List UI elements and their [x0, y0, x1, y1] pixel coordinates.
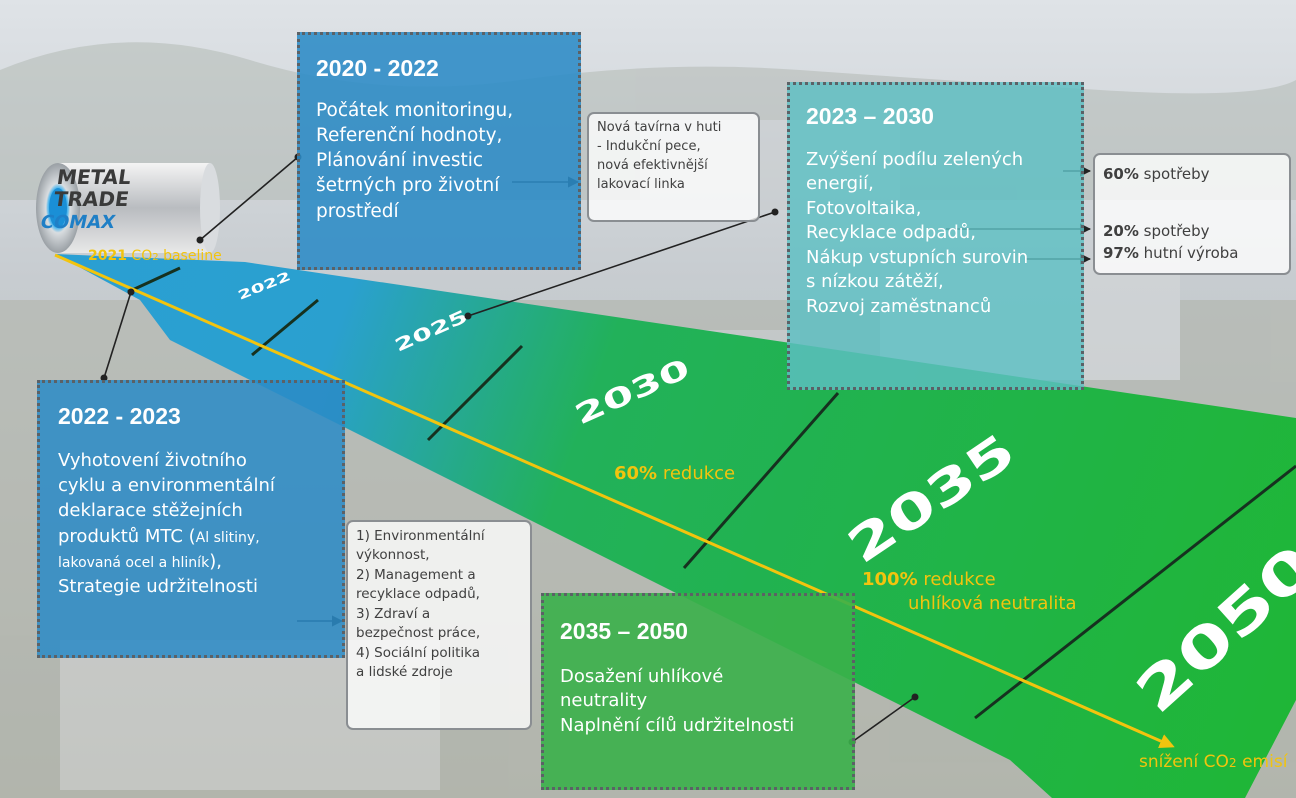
phase-2022-2023-line: deklarace stěžejních [58, 500, 243, 522]
note-line: - Indukční pece, [597, 138, 701, 154]
phase-2022-2023-line: Vyhotovení životního [58, 450, 247, 471]
note-line: výkonnost, [356, 547, 430, 564]
co2-end-text-b: emisí [1236, 752, 1288, 772]
share-text: spotřeby [1138, 165, 1210, 183]
phase-2023-2030-line: Zvýšení podílu zelených [806, 149, 1024, 170]
phase-2022-2023-line: lakovaná ocel a hliník), [58, 549, 328, 574]
note-new-smelter: Nová tavírna v huti - Indukční pece, nov… [587, 112, 760, 222]
share-row-photovoltaics: 20% spotřeby [1103, 220, 1281, 243]
phase-2023-2030-title: 2023 – 2030 [806, 103, 934, 129]
phase-2035-2050-line: Naplnění cílů udržitelnosti [560, 714, 795, 736]
phase-2023-2030-line: Rozvoj zaměstnanců [806, 295, 992, 317]
phase-2023-2030-line: Fotovoltaika, [806, 197, 922, 219]
note-line: 3) Zdraví a [356, 605, 431, 622]
logo-line-2: TRADE [52, 187, 130, 211]
reduction-100-label: 100% redukce uhlíková neutralita [862, 568, 1077, 617]
phase-2022-2023-line: cyklu a environmentální [58, 475, 275, 497]
reduction-60-text: redukce [657, 463, 736, 484]
connectors [103, 156, 916, 743]
phase-2022-2023-title: 2022 - 2023 [58, 403, 181, 429]
baseline-co2-subscript: 2 [152, 252, 159, 263]
phase-2022-2023-text: ), [209, 550, 222, 572]
phase-2035-2050-line: neutrality [560, 690, 648, 712]
phase-2035-2050-line: Dosažení uhlíkové [560, 666, 724, 687]
share-value: 20% [1103, 221, 1139, 240]
phase-2035-2050-box: 2035 – 2050 Dosažení uhlíkové neutrality… [541, 593, 855, 790]
phase-2020-2022-line: Referenční hodnoty, [316, 125, 503, 147]
co2-timeline-arrow [54, 253, 1175, 749]
note-line: 1) Environmentální [356, 528, 485, 544]
phase-2022-2023-box: 2022 - 2023 Vyhotovení životního cyklu a… [37, 380, 345, 658]
reduction-100-value: 100% [862, 569, 918, 590]
note-consumption-shares: 60% spotřeby 20% spotřeby 97% hutní výro… [1093, 153, 1291, 275]
logo-line-1: METAL [55, 165, 132, 189]
metal-trade-comax-logo: METAL TRADE COMAX [36, 163, 220, 253]
co2-end-text-a: snížení CO [1139, 752, 1229, 772]
share-text: hutní výroba [1138, 244, 1239, 262]
phase-2023-2030-line: Nákup vstupních surovin [806, 246, 1029, 268]
baseline-co2: CO [131, 248, 153, 264]
phase-2022-2023-small-text: lakovaná ocel a hliník [58, 554, 210, 571]
phase-2022-2023-text: produktů MTC ( [58, 525, 196, 547]
reduction-100-text: redukce [917, 569, 996, 590]
co2-end-subscript: 2 [1228, 756, 1237, 770]
baseline-year: 2021 [88, 248, 127, 264]
note-line: Nová tavírna v huti [597, 120, 722, 135]
share-text: spotřeby [1138, 221, 1210, 240]
note-line: nová efektivnější [597, 157, 708, 173]
phase-2023-2030-line: energií, [806, 173, 874, 195]
phase-2020-2022-line: prostředí [316, 200, 399, 222]
share-row-recycling: 97% hutní výroba [1103, 242, 1281, 265]
note-line: lakovací linka [597, 176, 685, 192]
phase-2020-2022-line: šetrných pro životní [316, 175, 500, 197]
co2-reduction-end-label: snížení CO2 emisí [1139, 752, 1287, 772]
share-row-green-energy: 60% spotřeby [1103, 163, 1281, 186]
phase-2022-2023-line: Strategie udržitelnosti [58, 575, 258, 597]
phase-2020-2022-title: 2020 - 2022 [316, 55, 439, 81]
share-value: 97% [1103, 244, 1139, 262]
baseline-label: 2021 CO2 baseline [88, 248, 222, 264]
baseline-text: baseline [158, 248, 222, 264]
note-line: 2) Management a [356, 566, 476, 583]
note-sustainability-areas: 1) Environmentální výkonnost, 2) Managem… [346, 520, 532, 730]
note-line: 4) Sociální politika [356, 644, 480, 661]
reduction-60-label: 60% redukce [614, 463, 735, 484]
phase-2035-2050-title: 2035 – 2050 [560, 618, 688, 644]
note-line: a lidské zdroje [356, 664, 453, 681]
note-line: bezpečnost práce, [356, 625, 481, 642]
logo-line-3: COMAX [38, 212, 117, 233]
phase-2020-2022-box: 2020 - 2022 Počátek monitoringu, Referen… [297, 32, 581, 270]
note-line: recyklace odpadů, [356, 586, 480, 603]
phase-2020-2022-line: Počátek monitoringu, [316, 100, 514, 121]
phase-2022-2023-small-text: Al slitiny, [195, 529, 260, 546]
phase-2020-2022-line: Plánování investic [316, 150, 484, 172]
phase-2023-2030-line: Recyklace odpadů, [806, 222, 976, 244]
phase-2022-2023-line: produktů MTC (Al slitiny, [58, 524, 328, 549]
phase-2023-2030-line: s nízkou zátěží, [806, 271, 944, 293]
reduction-60-value: 60% [614, 463, 658, 484]
phase-2023-2030-box: 2023 – 2030 Zvýšení podílu zelených ener… [787, 82, 1084, 390]
carbon-neutrality-text: uhlíková neutralita [908, 593, 1077, 615]
share-value: 60% [1103, 165, 1139, 183]
